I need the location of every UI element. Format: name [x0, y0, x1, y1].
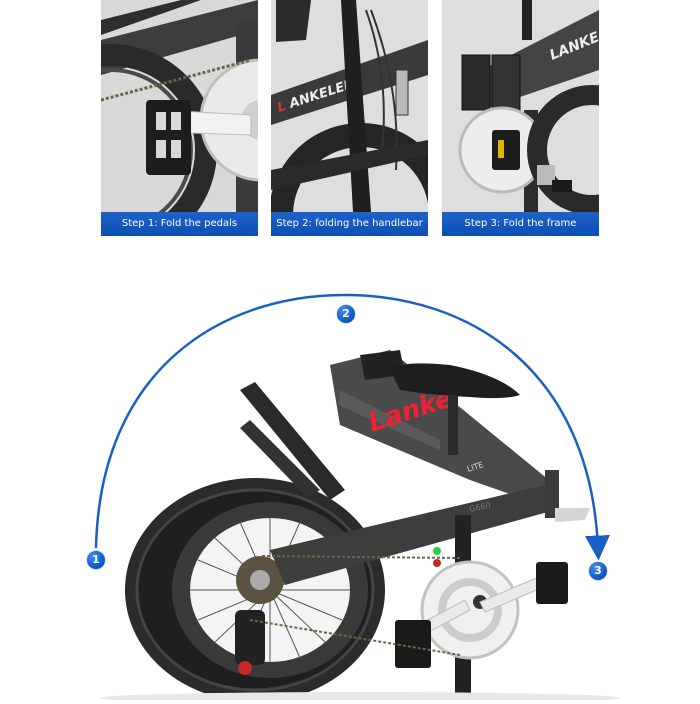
step-3-label: Step 3: Fold the frame — [442, 212, 599, 236]
step-1-marker: 1 — [87, 551, 105, 569]
step-1-panel: Step 1: Fold the pedals — [101, 0, 258, 236]
step-1-photo-fold-pedals — [101, 0, 258, 212]
step-3-marker: 3 — [589, 562, 607, 580]
step-2-panel: L ANKELEISI Step 2: folding the handleba… — [271, 0, 428, 236]
folding-arc-arrow — [94, 293, 610, 561]
step-2-marker: 2 — [337, 305, 355, 323]
step-3-panel: LANKE Step 3: Fold the frame — [442, 0, 599, 236]
model-label: G660 — [469, 501, 492, 514]
step-3-photo-fold-frame: LANKE — [442, 0, 599, 212]
folded-bike-diagram: Lanke LITE G660 — [0, 250, 700, 704]
step-1-label: Step 1: Fold the pedals — [101, 212, 258, 236]
step-2-label: Step 2: folding the handlebar — [271, 212, 428, 236]
step-2-photo-fold-handlebar: L ANKELEISI — [271, 0, 428, 212]
